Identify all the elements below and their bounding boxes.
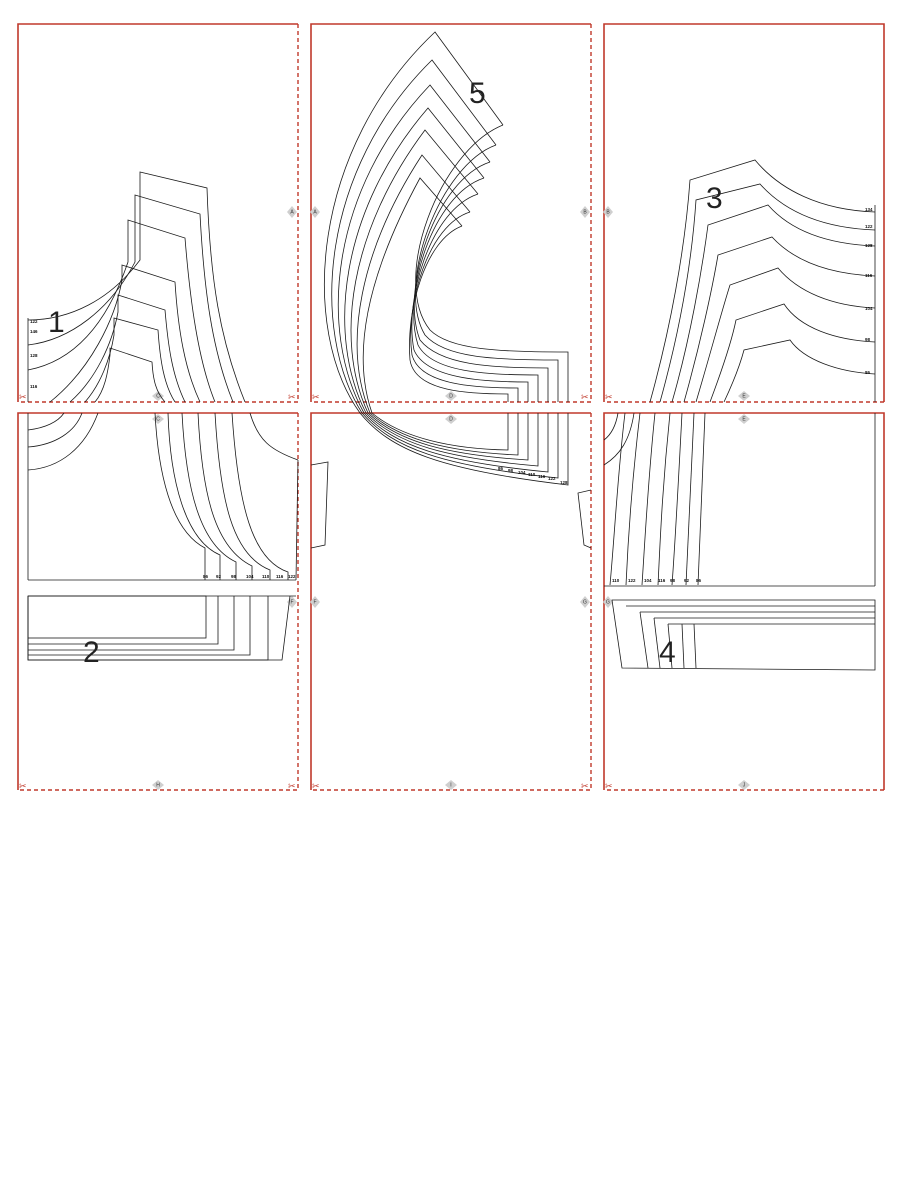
size-label: 86 — [498, 466, 504, 471]
marker-a-left: A — [310, 206, 320, 218]
size-label: 110 — [612, 578, 620, 583]
piece-1-lower — [27, 412, 299, 581]
piece-number-2: 2 — [83, 636, 100, 669]
tile-5 — [310, 412, 592, 791]
piece-3-outlines — [649, 159, 876, 403]
marker-e-bottom: E — [738, 391, 750, 401]
svg-text:C: C — [156, 416, 160, 422]
piece-1-outlines — [27, 171, 246, 403]
marker-j: J — [738, 780, 750, 790]
size-label: 86 — [696, 578, 702, 583]
size-label: 86 — [865, 370, 871, 375]
tile-6 — [603, 412, 885, 791]
svg-text:J: J — [743, 782, 746, 788]
scissor-marks: ✂ ✂ ✂ ✂ ✂ ✂ ✂ ✂ ✂ ✂ — [19, 393, 613, 792]
svg-text:F: F — [290, 599, 293, 605]
piece-2-outlines — [27, 595, 296, 661]
svg-text:I: I — [450, 782, 451, 788]
marker-e-top: E — [738, 414, 750, 424]
size-label: 116 — [276, 574, 284, 579]
scissor-icon: ✂ — [288, 393, 296, 403]
size-label: 116 — [30, 384, 38, 389]
size-label: 104 — [865, 306, 873, 311]
tile-4 — [17, 412, 299, 791]
size-label: 122 — [628, 578, 636, 583]
tile-2 — [310, 23, 592, 403]
size-label: 92 — [216, 574, 222, 579]
marker-d-bottom: D — [445, 391, 457, 401]
piece-number-4: 4 — [659, 636, 676, 669]
svg-text:D: D — [449, 393, 453, 399]
marker-c-bottom: C — [152, 391, 164, 401]
scissor-icon: ✂ — [19, 393, 27, 403]
svg-text:B: B — [583, 209, 587, 215]
size-labels: 122 146 128 116 86 92 98 104 110 116 122… — [30, 207, 873, 583]
svg-text:E: E — [742, 393, 746, 399]
marker-b-right: B — [580, 206, 590, 218]
svg-text:D: D — [449, 416, 453, 422]
scissor-icon: ✂ — [288, 782, 296, 792]
svg-text:G: G — [583, 599, 587, 605]
size-label: 110 — [262, 574, 270, 579]
size-label: 86 — [203, 574, 209, 579]
size-label: 98 — [508, 468, 514, 473]
marker-a-right: A — [287, 206, 297, 218]
marker-g-right: G — [580, 596, 590, 608]
scissor-icon: ✂ — [605, 782, 613, 792]
svg-text:B: B — [606, 209, 610, 215]
size-label: 128 — [560, 480, 568, 485]
svg-text:F: F — [313, 599, 316, 605]
size-label: 92 — [684, 578, 690, 583]
size-label: 104 — [518, 470, 526, 475]
marker-c-top: C — [152, 414, 164, 424]
marker-i: I — [445, 780, 457, 790]
size-label: 98 — [865, 337, 871, 342]
piece-number-5: 5 — [469, 77, 486, 110]
size-label: 122 — [548, 476, 556, 481]
size-label: 116 — [865, 273, 873, 278]
size-label: 146 — [30, 329, 38, 334]
marker-b-left: B — [603, 206, 613, 218]
svg-text:H: H — [156, 782, 160, 788]
piece-numbers: 1 2 3 4 5 — [48, 77, 723, 669]
tile-1 — [17, 23, 299, 403]
size-label: 122 — [288, 574, 296, 579]
size-label: 116 — [538, 474, 546, 479]
scissor-icon: ✂ — [19, 782, 27, 792]
piece-3-lower — [603, 412, 876, 587]
size-label: 134 — [865, 207, 873, 212]
size-label: 128 — [30, 353, 38, 358]
piece-number-1: 1 — [48, 306, 65, 339]
size-label: 104 — [246, 574, 254, 579]
svg-text:G: G — [606, 599, 610, 605]
marker-g-left: G — [603, 596, 613, 608]
size-label: 122 — [865, 224, 873, 229]
size-label: 98 — [231, 574, 237, 579]
marker-d-top: D — [445, 414, 457, 424]
size-label: 104 — [644, 578, 652, 583]
size-label: 116 — [658, 578, 666, 583]
page-tiles — [17, 23, 885, 791]
size-label: 122 — [30, 319, 38, 324]
marker-f-left: F — [310, 596, 320, 608]
scissor-icon: ✂ — [312, 393, 320, 403]
svg-text:A: A — [290, 209, 294, 215]
size-label: 98 — [670, 578, 676, 583]
marker-h: H — [152, 780, 164, 790]
piece-number-3: 3 — [706, 182, 723, 215]
svg-text:C: C — [156, 393, 160, 399]
alignment-markers: A A B B C C D D E E F F G G H I J — [152, 206, 750, 790]
size-label: 110 — [528, 472, 536, 477]
piece-5-outlines — [310, 31, 592, 549]
size-label: 128 — [865, 243, 873, 248]
svg-text:A: A — [313, 209, 317, 215]
scissor-icon: ✂ — [605, 393, 613, 403]
scissor-icon: ✂ — [581, 782, 589, 792]
scissor-icon: ✂ — [581, 393, 589, 403]
piece-4-outlines — [611, 599, 876, 671]
scissor-icon: ✂ — [312, 782, 320, 792]
svg-text:E: E — [742, 416, 746, 422]
